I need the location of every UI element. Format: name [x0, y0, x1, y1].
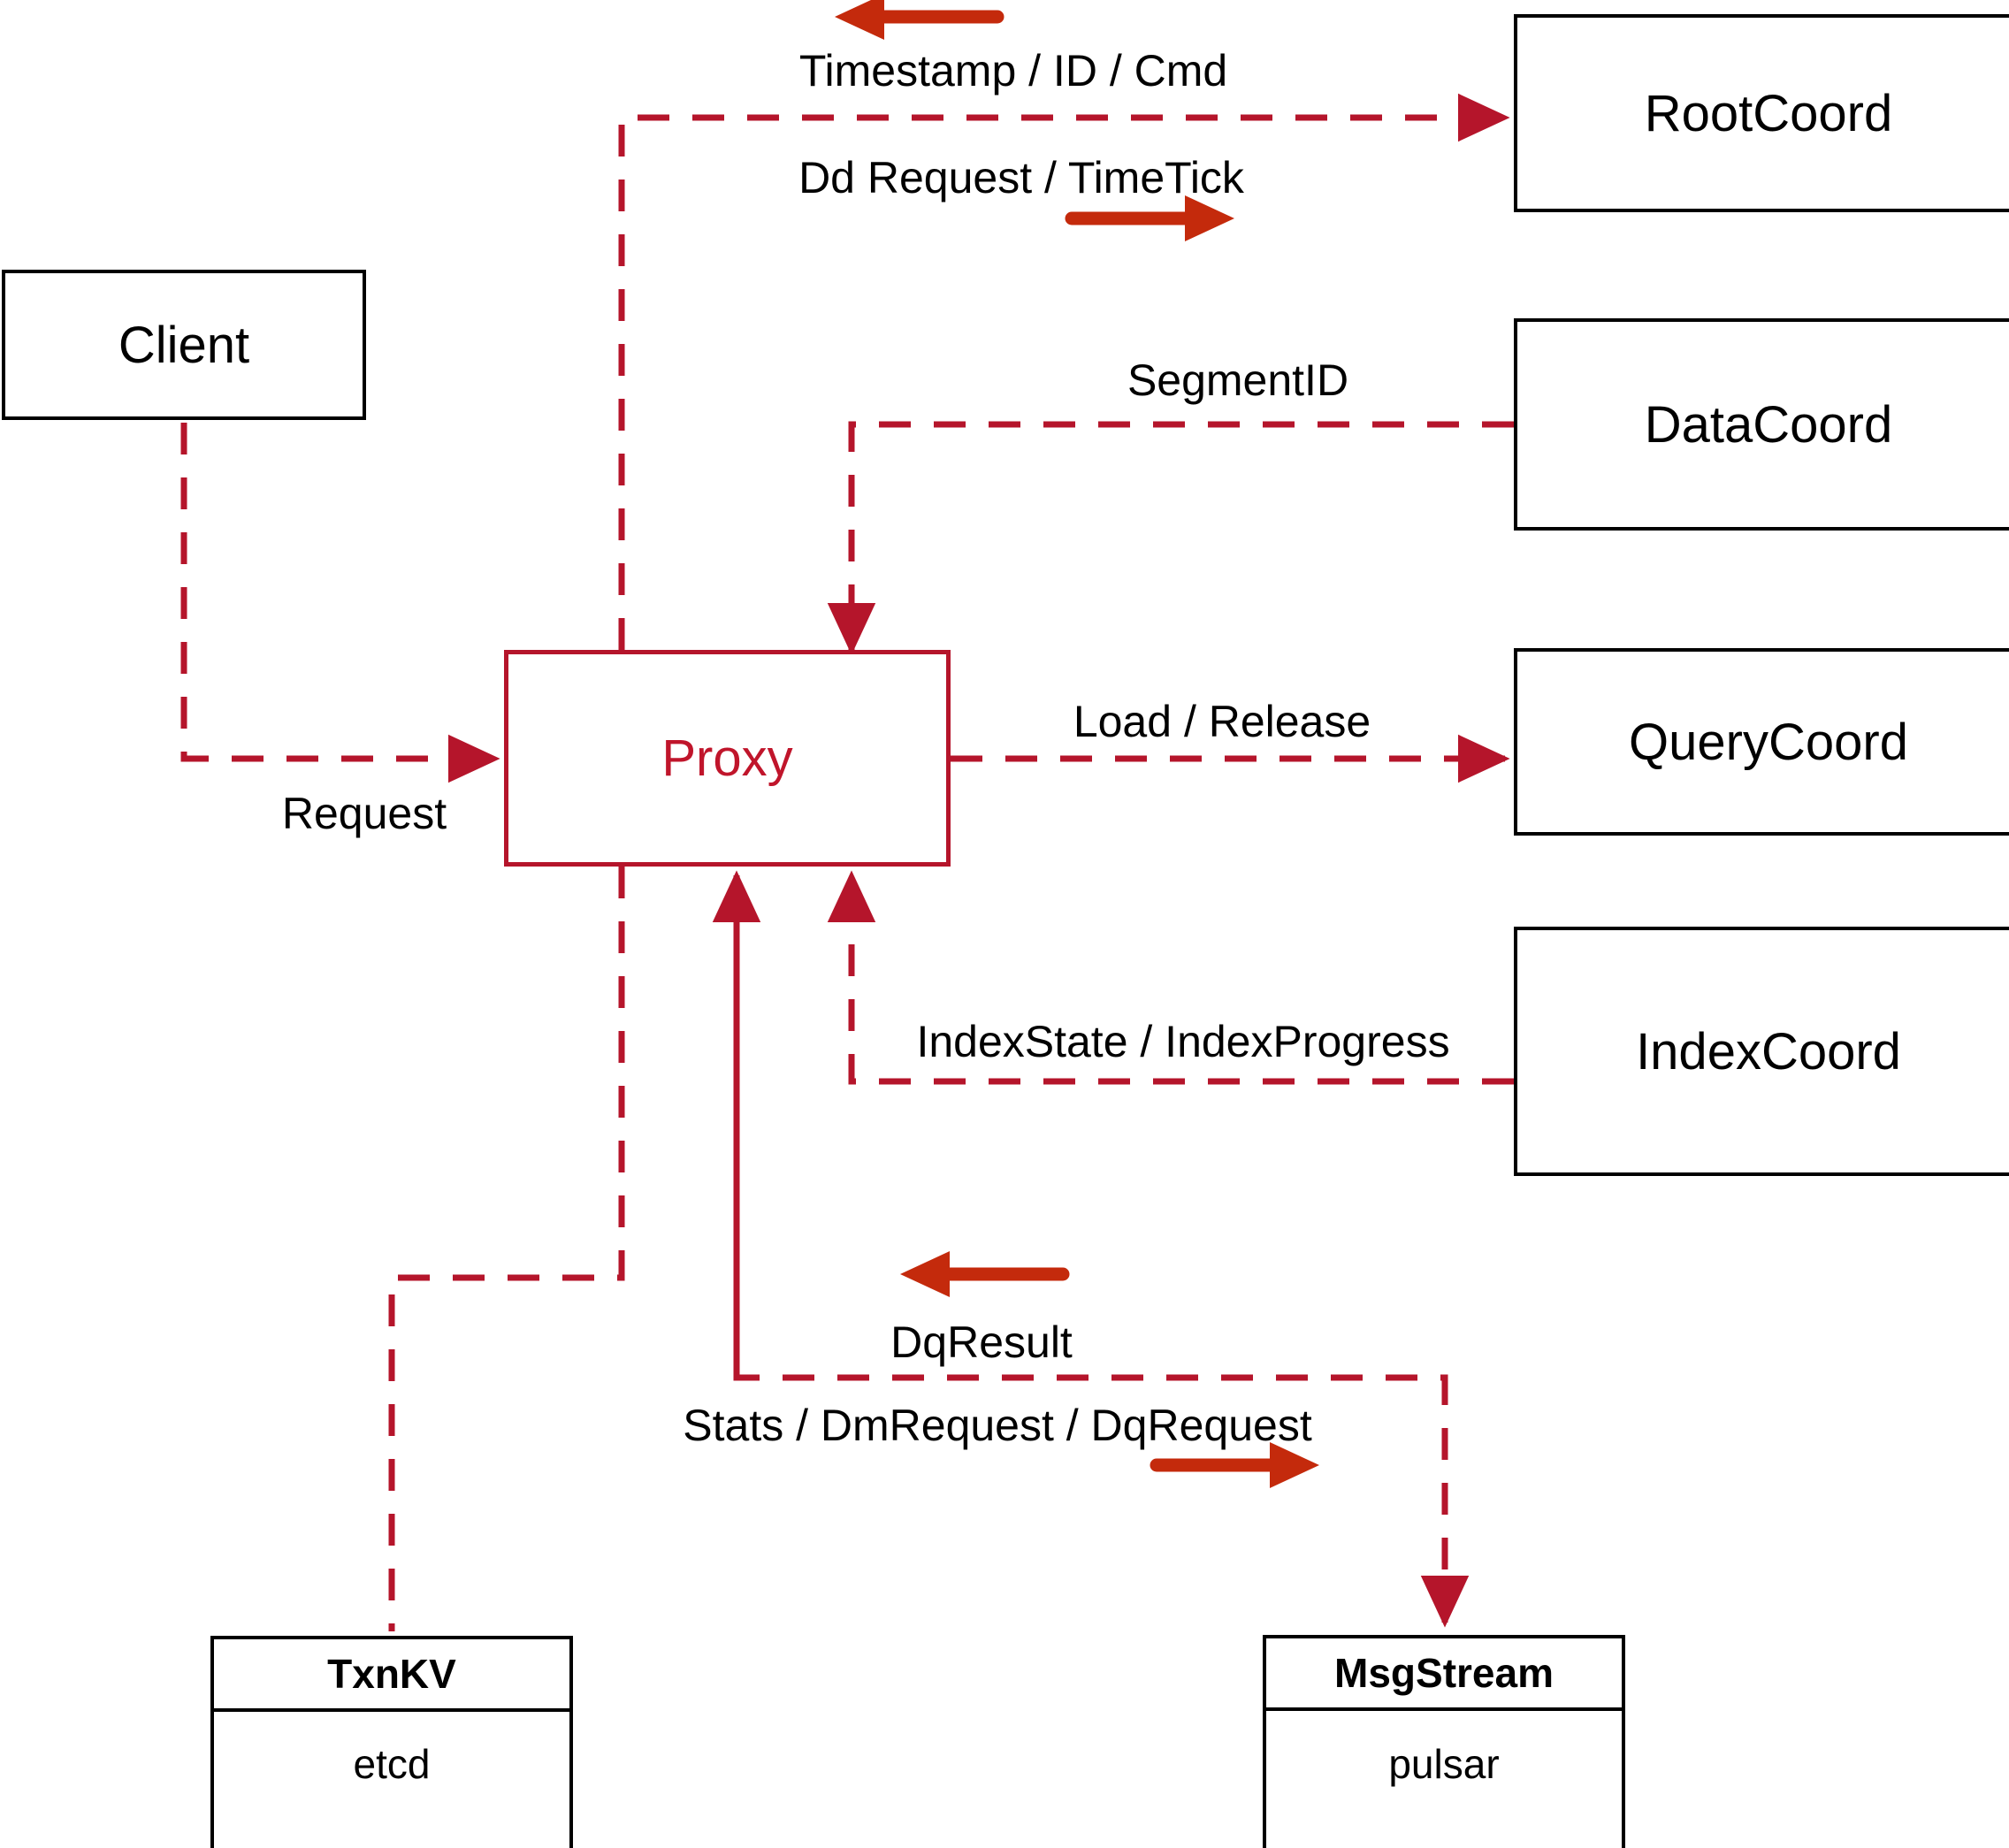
edge-proxy-to-msgstream	[712, 870, 1470, 1628]
node-msgstream[interactable]: MsgStream pulsar	[1263, 1635, 1625, 1848]
node-querycoord[interactable]: QueryCoord	[1514, 648, 2009, 836]
legend-arrow-right-stats	[1150, 1442, 1319, 1488]
node-txnkv-header: TxnKV	[214, 1639, 569, 1712]
node-msgstream-body: pulsar	[1266, 1711, 1622, 1848]
legend-arrow-left-timestamp	[835, 0, 1004, 40]
edge-label-request: Request	[281, 789, 447, 838]
edge-label-dd-request-timetick: Dd Request / TimeTick	[798, 153, 1244, 202]
node-msgstream-body-label: pulsar	[1388, 1740, 1500, 1787]
edge-client-to-proxy	[180, 423, 500, 783]
node-querycoord-label: QueryCoord	[1629, 713, 1908, 771]
node-indexcoord[interactable]: IndexCoord	[1514, 927, 2009, 1176]
node-client[interactable]: Client	[2, 270, 366, 420]
edge-indexcoord-to-proxy	[827, 870, 1514, 1085]
edge-label-dqresult: DqResult	[890, 1317, 1073, 1367]
node-datacoord-label: DataCoord	[1644, 395, 1893, 454]
edge-label-timestamp-id-cmd: Timestamp / ID / Cmd	[798, 46, 1228, 95]
node-datacoord[interactable]: DataCoord	[1514, 318, 2009, 531]
node-rootcoord[interactable]: RootCoord	[1514, 14, 2009, 212]
node-proxy[interactable]: Proxy	[504, 650, 951, 867]
node-txnkv-header-label: TxnKV	[327, 1651, 456, 1697]
edge-label-stats-dmrequest-dqrequest: Stats / DmRequest / DqRequest	[683, 1401, 1312, 1450]
node-client-label: Client	[118, 316, 250, 374]
node-txnkv-body: etcd	[214, 1712, 569, 1848]
edge-datacoord-to-proxy	[827, 421, 1514, 655]
node-indexcoord-label: IndexCoord	[1636, 1022, 1901, 1081]
edge-label-indexstate-indexprogress: IndexState / IndexProgress	[916, 1017, 1450, 1066]
node-msgstream-header: MsgStream	[1266, 1638, 1622, 1711]
edge-label-load-release: Load / Release	[1073, 697, 1371, 746]
legend-arrow-right-ddrequest	[1065, 195, 1234, 241]
legend-arrow-left-dqresult	[900, 1251, 1070, 1297]
node-txnkv[interactable]: TxnKV etcd	[210, 1636, 573, 1848]
node-proxy-label: Proxy	[661, 729, 793, 787]
node-txnkv-body-label: etcd	[353, 1741, 431, 1787]
node-rootcoord-label: RootCoord	[1644, 84, 1893, 142]
edge-label-segmentid: SegmentID	[1127, 355, 1349, 405]
node-msgstream-header-label: MsgStream	[1334, 1650, 1554, 1696]
edge-proxy-to-txnkv	[388, 867, 625, 1631]
edge-proxy-to-rootcoord	[597, 93, 1510, 698]
